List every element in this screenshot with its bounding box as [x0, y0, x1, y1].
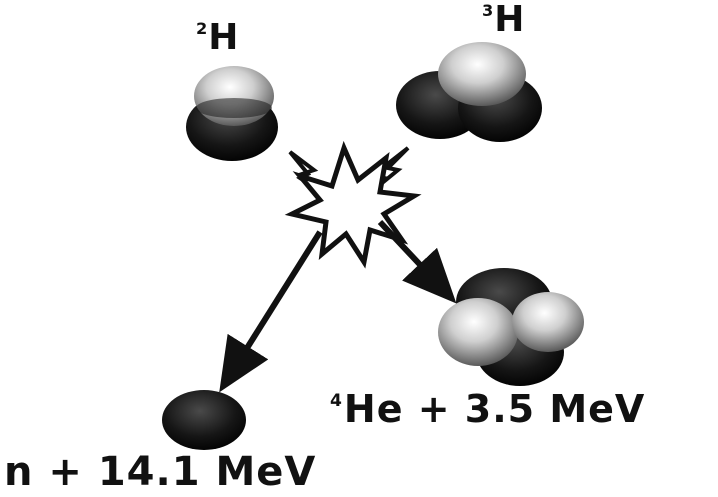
- nucleon-shadow: [196, 98, 272, 118]
- neutron-arrow: [232, 232, 320, 372]
- proton-sphere: [438, 42, 526, 106]
- tritium-nucleus: [396, 42, 542, 142]
- proton-sphere: [438, 298, 518, 366]
- proton-sphere: [512, 292, 584, 352]
- deuterium-symbol: H: [208, 17, 238, 58]
- neutron-product-label: n + 14.1 MeV: [4, 452, 316, 492]
- helium-mass-number: 4: [330, 391, 343, 411]
- tritium-mass-number: 3: [482, 1, 493, 20]
- free-neutron: [162, 390, 246, 450]
- tritium-symbol: H: [494, 0, 524, 40]
- deuterium-mass-number: 2: [196, 19, 207, 38]
- helium-product-text: He + 3.5 MeV: [344, 387, 645, 431]
- helium-product-label: 4He + 3.5 MeV: [330, 390, 645, 428]
- deuterium-nucleus: [186, 66, 278, 161]
- helium4-nucleus: [438, 268, 584, 386]
- deuterium-label: 2H: [196, 20, 238, 56]
- helium-arrow: [380, 222, 440, 286]
- tritium-label: 3H: [482, 2, 524, 38]
